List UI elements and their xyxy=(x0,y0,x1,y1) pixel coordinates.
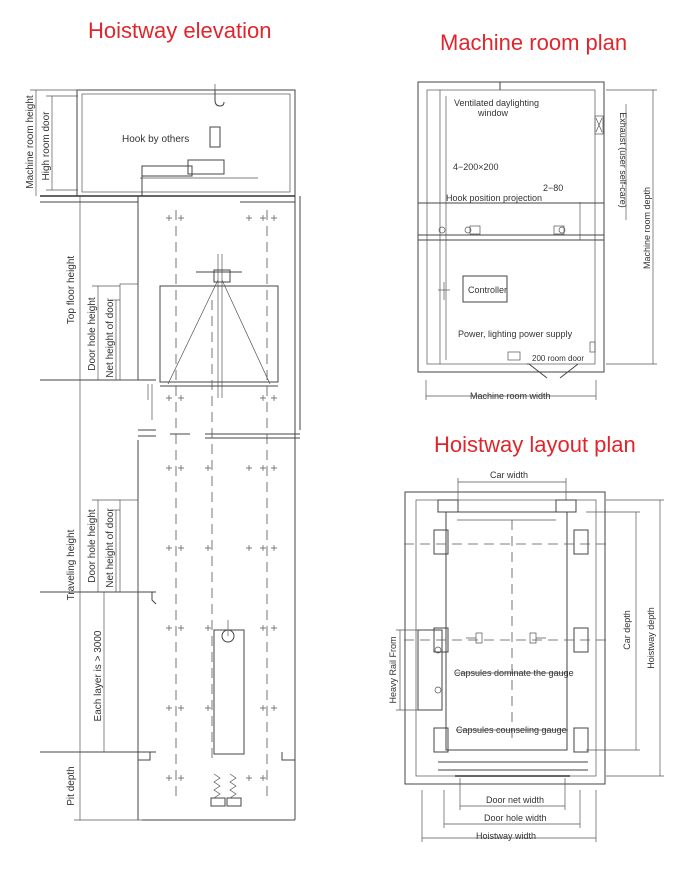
top-floor-height-label: Top floor height xyxy=(66,256,77,325)
controller-label: Controller xyxy=(468,285,507,295)
machine-room-width-label: Machine room width xyxy=(470,391,551,401)
car-depth-label: Car depth xyxy=(622,610,632,650)
door-net-width-label: Door net width xyxy=(486,795,544,805)
pit-buffers xyxy=(210,773,242,807)
hook-icon xyxy=(214,90,225,107)
hoistway-width-label: Hoistway width xyxy=(476,831,536,841)
ventilated-window-text: Ventilated daylighting xyxy=(454,98,539,108)
heavy-rail-label: Heavy Rail From xyxy=(388,636,398,703)
elevator-car xyxy=(159,285,279,383)
room-door-label: 200 room door xyxy=(532,354,584,363)
counterweight xyxy=(213,629,245,755)
hoistway-elevation-drawing: Machine room height High room door Hook … xyxy=(25,84,301,821)
door-hole-height-label-2: Door hole height xyxy=(87,509,98,583)
capsules-dominate-label: Capsules dominate the gauge xyxy=(454,668,574,678)
machine-room-depth-label: Machine room depth xyxy=(642,187,652,269)
door-hole-height-label: Door hole height xyxy=(87,297,98,371)
power-supply-label: Power, lighting power supply xyxy=(458,329,573,339)
machine-room-plan-drawing: Ventilated daylighting window 4−200×200 … xyxy=(417,81,657,401)
machine-room-plan-title: Machine room plan xyxy=(440,30,628,55)
hook-position-label: Hook position projection xyxy=(446,193,542,203)
two-80-label: 2−80 xyxy=(543,183,563,193)
each-layer-label: Each layer is > 3000 xyxy=(93,630,104,721)
exhaust-fan-icon xyxy=(594,115,604,135)
pit-depth-label: Pit depth xyxy=(66,766,77,805)
ventilated-window-text-line2: window xyxy=(477,108,509,118)
holes-label: 4−200×200 xyxy=(453,162,499,172)
rail-brackets xyxy=(417,499,589,753)
rail-bracket-marks xyxy=(166,215,277,781)
ventilated-window-label: Ventilated daylighting window xyxy=(454,98,542,118)
car-outline xyxy=(445,511,568,751)
hook-by-others-label: Hook by others xyxy=(122,134,189,145)
traction-machine xyxy=(209,126,221,148)
hoistway-depth-label: Hoistway depth xyxy=(646,607,656,669)
hoistway-layout-plan-drawing: Car width Car depth Hoistway depth Heavy… xyxy=(388,470,664,842)
machine-room-outline-plan xyxy=(417,81,605,373)
hoistway-elevation-title: Hoistway elevation xyxy=(88,18,272,43)
traveling-height-label: Traveling height xyxy=(66,529,77,600)
controller-box xyxy=(462,275,508,303)
car-width-label: Car width xyxy=(490,470,528,480)
machine-room-height-label: Machine room height xyxy=(25,95,36,189)
capsules-counseling-label: Capsules counseling gauge xyxy=(456,725,567,735)
hoistway-outline xyxy=(404,491,606,785)
exhaust-label: Exhaust (user self-care) xyxy=(618,112,628,208)
high-room-door-label: High room door xyxy=(41,111,52,181)
door-hole-width-label: Door hole width xyxy=(484,813,547,823)
net-height-of-door-label-2: Net height of door xyxy=(105,508,116,588)
hoistway-layout-plan-title: Hoistway layout plan xyxy=(434,432,636,457)
net-height-of-door-label: Net height of door xyxy=(105,298,116,378)
